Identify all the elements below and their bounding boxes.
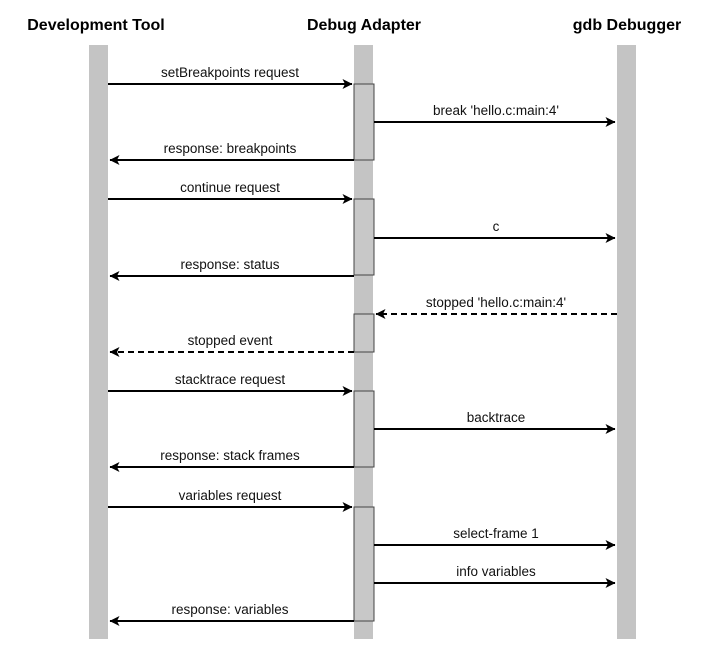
- message-label-continue-request: continue request: [180, 180, 280, 195]
- activation-box-continue: [353, 198, 375, 276]
- message-label-response-stack-frames: response: stack frames: [160, 448, 300, 463]
- message-label-response-status: response: status: [180, 257, 279, 272]
- activation-box-stopped: [353, 313, 375, 353]
- message-label-stopped-notification: stopped 'hello.c:main:4': [426, 295, 566, 310]
- message-label-variables-request: variables request: [179, 488, 282, 503]
- message-label-break-command: break 'hello.c:main:4': [433, 103, 559, 118]
- lifeline-gdb-debugger: [617, 45, 636, 639]
- message-label-stopped-event: stopped event: [188, 333, 273, 348]
- participant-header-debug-adapter: Debug Adapter: [307, 17, 421, 34]
- participant-header-development-tool: Development Tool: [27, 17, 165, 34]
- activation-box-variables: [353, 506, 375, 622]
- participant-header-gdb-debugger: gdb Debugger: [573, 17, 681, 34]
- message-label-info-variables-command: info variables: [456, 564, 536, 579]
- message-label-c-command: c: [493, 219, 500, 234]
- message-label-stacktrace-request: stacktrace request: [175, 372, 286, 387]
- message-label-response-variables: response: variables: [171, 602, 288, 617]
- message-label-select-frame-command: select-frame 1: [453, 526, 539, 541]
- lifeline-development-tool: [89, 45, 108, 639]
- message-label-setbreakpoints-request: setBreakpoints request: [161, 65, 299, 80]
- message-label-backtrace-command: backtrace: [467, 410, 526, 425]
- activation-box-stacktrace: [353, 390, 375, 468]
- message-label-response-breakpoints: response: breakpoints: [164, 141, 297, 156]
- activation-box-breakpoints: [353, 83, 375, 161]
